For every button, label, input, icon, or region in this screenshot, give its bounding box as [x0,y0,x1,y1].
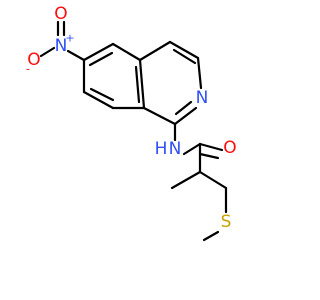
molecule-structure: O - N + O N N H O S [26,4,237,242]
carbonyl-oxygen-atom-label: O [223,138,236,158]
ring-nitrogen-atom-label: N [196,88,209,108]
oxygen-atom-label: O [27,50,40,70]
charge-label: + [65,32,74,45]
amide-hydrogen-atom-label: H [155,139,168,159]
charge-label: - [26,63,30,76]
bond [182,142,202,156]
bond [198,152,220,160]
bond [88,51,114,67]
oxygen-atom-label: O [54,4,67,24]
bond [134,65,141,104]
bond [198,170,228,190]
bond [174,100,193,116]
sulfur-atom-label: S [221,212,232,232]
bond [196,56,203,90]
bond [89,87,115,102]
benzo-ring-bonds [82,42,146,110]
nitrogen-atom-label: N [55,36,68,56]
bond [39,46,56,58]
bond [138,40,172,62]
side-chain-bonds [170,122,228,242]
atom-label-n-plus: N + [55,32,75,57]
bond [66,49,86,62]
amide-nitrogen-atom-label: N [169,139,182,159]
bond [170,170,202,190]
bond [202,230,220,242]
bond [198,142,224,152]
bond [138,58,146,110]
bond [111,42,142,62]
bond [142,106,177,126]
molecule-canvas: O - N + O N N H O S [26,4,237,242]
nitro-group-bonds [39,20,86,62]
bond [173,106,198,126]
isoquinoline-ring-bonds [134,40,203,126]
bond [172,48,197,65]
bond [82,42,115,62]
bond [168,40,200,60]
atom-label-o-minus: O - [26,50,41,76]
bond [82,90,115,110]
